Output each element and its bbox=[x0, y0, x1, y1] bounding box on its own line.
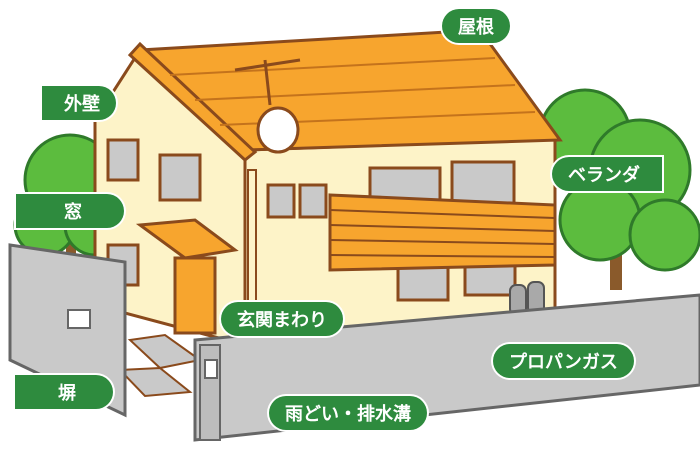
label-propane-gas: プロパンガス bbox=[493, 344, 634, 378]
label-veranda: ベランダ bbox=[552, 157, 662, 191]
label-entrance: 玄関まわり bbox=[221, 302, 343, 336]
antenna bbox=[234, 58, 301, 154]
balcony bbox=[328, 193, 557, 272]
label-roof: 屋根 bbox=[442, 9, 510, 43]
entrance-door bbox=[117, 218, 239, 398]
label-gutter-drain: 雨どい・排水溝 bbox=[269, 396, 427, 430]
label-outer-wall: 外壁 bbox=[42, 86, 116, 120]
label-window: 窓 bbox=[16, 194, 124, 228]
label-fence: 塀 bbox=[15, 375, 113, 409]
roof bbox=[127, 28, 563, 162]
